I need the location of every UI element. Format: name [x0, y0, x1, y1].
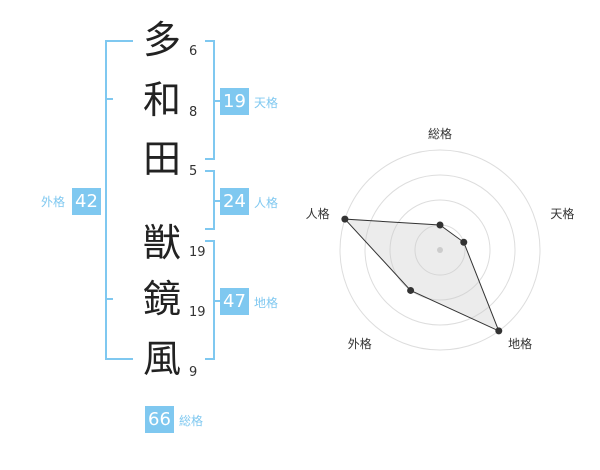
radar-grid-ring — [339, 149, 541, 351]
jinkaku-bracket-tick-top — [205, 170, 215, 172]
jinkaku-bracket-tick-bottom — [205, 228, 215, 230]
radar-axis-label: 天格 — [550, 206, 574, 221]
name-char-2: 和 — [142, 78, 181, 122]
stroke-count-2: 8 — [189, 105, 198, 120]
soukaku-label: 総格 — [179, 414, 204, 428]
name-char-1: 多 — [142, 18, 181, 62]
stroke-count-4: 19 — [189, 245, 206, 260]
chikaku-bracket-tick-bottom — [205, 358, 215, 360]
tenkaku-connector — [213, 100, 221, 102]
name-char-5: 鏡 — [142, 277, 181, 321]
jinkaku-connector — [213, 200, 221, 202]
chikaku-connector — [213, 300, 221, 302]
jinkaku-label: 人格 — [254, 196, 279, 210]
stroke-count-6: 9 — [189, 365, 198, 380]
radar-grid-ring — [364, 174, 516, 326]
name-char-4: 獣 — [142, 221, 181, 265]
radar-data-point — [436, 221, 444, 229]
tenkaku-bracket-tick-top — [205, 40, 215, 42]
tenkaku-value-box: 19 — [220, 88, 249, 115]
name-char-6: 風 — [142, 337, 181, 381]
radar-axis-label: 地格 — [508, 336, 532, 351]
radar-axis-label: 総格 — [428, 126, 452, 141]
gaikaku-bracket-line — [105, 40, 107, 360]
radar-axis-label: 外格 — [348, 336, 372, 351]
radar-grid-ring — [389, 199, 491, 301]
stroke-count-1: 6 — [189, 44, 198, 59]
tenkaku-label: 天格 — [254, 96, 279, 110]
stroke-count-3: 5 — [189, 164, 198, 179]
stroke-count-5: 19 — [189, 305, 206, 320]
gaikaku-bracket-tick-bottom — [105, 358, 133, 360]
radar-data-point — [407, 286, 415, 294]
radar-center-dot — [437, 247, 443, 253]
radar-data-point — [341, 215, 349, 223]
gaikaku-label: 外格 — [41, 195, 66, 209]
chikaku-bracket-tick-top — [205, 240, 215, 242]
chikaku-label: 地格 — [254, 296, 279, 310]
gaikaku-bracket-tick-top — [105, 40, 133, 42]
radar-axis-label: 人格 — [306, 206, 330, 221]
tenkaku-bracket-tick-bottom — [205, 158, 215, 160]
gaikaku-bracket-tick — [105, 98, 113, 100]
jinkaku-value-box: 24 — [220, 188, 249, 215]
radar-data-point — [495, 327, 503, 335]
name-char-3: 田 — [142, 137, 181, 181]
gaikaku-value-box: 42 — [72, 188, 101, 215]
soukaku-value-box: 66 — [145, 406, 174, 433]
gaikaku-bracket-tick — [105, 298, 113, 300]
chikaku-value-box: 47 — [220, 288, 249, 315]
radar-data-point — [460, 238, 468, 246]
radar-data-area — [343, 218, 500, 332]
